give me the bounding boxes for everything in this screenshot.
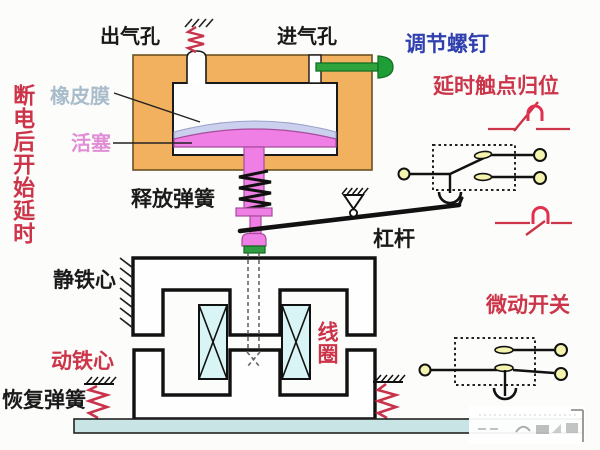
coil-right-x: [281, 304, 311, 380]
rod-flange: [235, 207, 273, 217]
release-spring-label: 释放弹簧: [131, 188, 215, 211]
lever-bar: [237, 202, 462, 234]
micro-switch-label: 微动开关: [486, 294, 570, 317]
rod-lower-stem: [249, 215, 262, 236]
contact-pad: [473, 172, 493, 182]
terminal: [397, 167, 411, 181]
micro-switch: [418, 337, 568, 401]
coil-label: 线圈: [315, 321, 339, 365]
switch-blade: [449, 155, 487, 176]
delayed_contact_nc_icon: [488, 101, 570, 132]
lever-label: 杠杆: [373, 228, 415, 251]
fixed-support-hatch-icon: [341, 187, 369, 195]
pivot-roller: [348, 208, 358, 218]
adjust-screw-knob: [377, 55, 394, 79]
fixed-support-hatch-icon: [184, 18, 214, 28]
electromagnet: [119, 253, 377, 421]
switch-housing-dotted: [432, 144, 516, 191]
plunger-guide-icon: [246, 253, 261, 368]
coil-left-x: [198, 304, 228, 380]
terminal: [533, 148, 547, 162]
outlet-label: 出气孔: [100, 26, 160, 48]
membrane-pointer-line: [113, 92, 201, 123]
adjust-screw-shaft: [315, 62, 379, 72]
outlet-spring-coil: [184, 25, 205, 54]
power-off-delay-label: 断电后开始延时: [10, 84, 36, 245]
outlet-tube: [186, 50, 207, 84]
anchor-hook-icon: [437, 191, 463, 205]
delay-reset-label: 延时触点归位: [433, 75, 559, 98]
piston-disc: [173, 128, 337, 148]
rod-foot-pad: [243, 245, 266, 254]
static-core-label: 静铁心: [53, 269, 116, 292]
delayed_contact_no_icon: [495, 206, 572, 236]
terminal: [533, 171, 547, 185]
recovery-spring-right: [373, 382, 401, 420]
terminal: [418, 363, 432, 377]
adjust-screw-label: 调节螺钉: [405, 33, 489, 56]
piston-label: 活塞: [71, 133, 111, 155]
switch-housing-dotted: [454, 337, 536, 386]
contact-pad: [473, 150, 493, 160]
terminal: [554, 367, 568, 381]
fixed-support-hatch-icon: [119, 257, 134, 329]
recovery-springs: [84, 374, 406, 420]
static-core-shape: [131, 256, 377, 337]
pivot-icon: [342, 194, 365, 211]
recovery-spring-label: 恢复弹簧: [2, 389, 86, 412]
release-spring-assembly: [235, 169, 273, 254]
moving-core-label: 动铁心: [51, 350, 114, 373]
anchor-hook-icon: [492, 387, 518, 401]
fixed-support-hatch-icon: [374, 374, 406, 383]
coil-windings: [198, 304, 311, 380]
release-spring-coil: [238, 169, 272, 212]
pneumatic-chamber: [132, 50, 394, 210]
moving-core-shape: [132, 348, 377, 421]
membrane-label: 橡皮膜: [50, 86, 110, 108]
outlet-spring: [184, 18, 214, 54]
lever-assembly: [237, 187, 464, 234]
lever-tip: [457, 196, 464, 207]
terminal: [554, 343, 568, 357]
watermark: [469, 406, 585, 444]
fixed-support-hatch-icon: [85, 376, 117, 385]
contact-pad: [494, 345, 514, 355]
rod-foot-cap: [241, 232, 267, 247]
switch-lower-wire: [512, 368, 555, 375]
recovery-spring-left: [84, 384, 112, 420]
delay-switch: [397, 144, 547, 205]
inlet-label: 进气孔: [277, 26, 337, 48]
